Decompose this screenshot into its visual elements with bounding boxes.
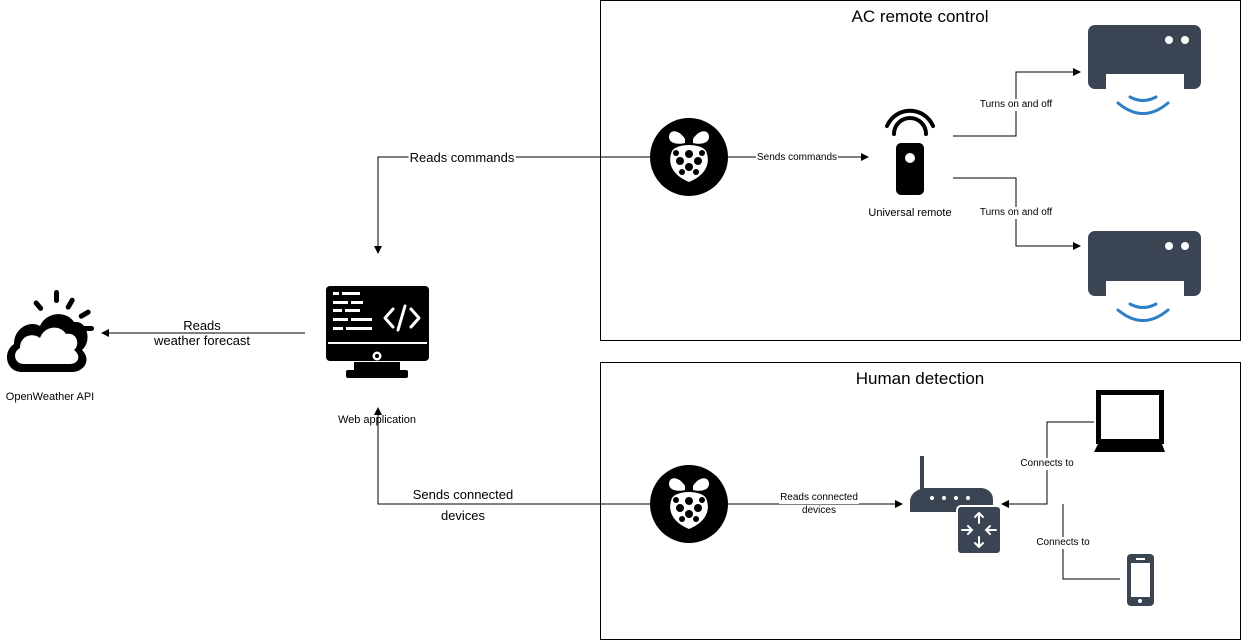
reads-connected-label-line2: devices <box>801 505 837 517</box>
reads-connected-label-line1: Reads connected <box>779 492 859 504</box>
connects-to-computer-label: Connects to <box>1019 458 1075 470</box>
raspberry-pi-icon <box>650 465 728 543</box>
turns-on-off-top-label: Turns on and off <box>978 99 1054 111</box>
smartphone-icon <box>1127 554 1154 606</box>
reads-commands-label: Reads commands <box>408 150 516 166</box>
human-detection-title: Human detection <box>855 369 985 388</box>
remote-control-icon <box>885 108 935 195</box>
edge-connects-phone <box>1062 504 1120 580</box>
air-conditioner-icon <box>1088 25 1201 115</box>
universal-remote-label: Universal remote <box>868 207 952 219</box>
openweather-api-label: OpenWeather API <box>5 391 95 403</box>
web-application-monitor-icon <box>326 286 429 378</box>
weather-cloud-icon <box>7 290 94 372</box>
edge-reads-commands <box>374 156 650 254</box>
connects-to-phone-label: Connects to <box>1035 537 1091 549</box>
raspberry-pi-icon <box>650 118 728 196</box>
sends-commands-label: Sends commands <box>755 152 839 164</box>
ac-remote-control-title: AC remote control <box>851 7 989 26</box>
edge-sends-connected-devices <box>374 407 650 505</box>
web-application-label: Web application <box>337 414 417 426</box>
wifi-router-icon <box>910 456 1002 555</box>
reads-weather-label-line2: weather forecast <box>153 333 251 348</box>
reads-weather-label-line1: Reads <box>183 318 221 333</box>
sends-connected-label-line2: devices <box>439 508 487 524</box>
air-conditioner-icon <box>1088 231 1201 322</box>
turns-on-off-bottom-label: Turns on and off <box>978 207 1054 219</box>
sends-connected-label-line1: Sends connected <box>411 487 515 503</box>
computer-monitor-icon <box>1094 390 1165 452</box>
